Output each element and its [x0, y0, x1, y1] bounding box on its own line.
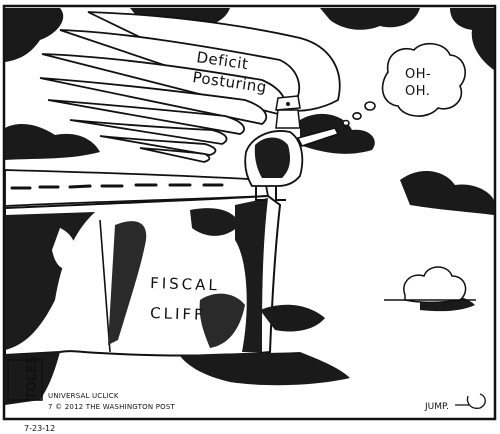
politician-figure	[244, 95, 340, 201]
cliff	[4, 194, 282, 357]
ground-shadow	[5, 304, 350, 405]
copyright-credit: 7 © 2012 THE WASHINGTON POST	[48, 403, 175, 411]
thought-text-line2: OH.	[405, 84, 430, 99]
cliff-label-line1: FISCAL	[150, 274, 220, 294]
thought-text-line1: OH-	[405, 67, 431, 82]
signature-box	[7, 359, 43, 401]
storm-clouds	[5, 8, 494, 312]
caption-jump: JUMP.	[424, 402, 449, 412]
cartoon-date: 7-23-12	[24, 424, 55, 433]
artist-mark	[455, 393, 486, 409]
artist-signature: TOLES	[25, 356, 40, 400]
small-cloud	[384, 266, 476, 303]
syndicate-credit: UNIVERSAL UCLICK	[48, 392, 119, 400]
cliff-label-line2: CLIFF	[150, 304, 206, 324]
thought-bubble	[342, 42, 466, 127]
wing	[39, 11, 341, 163]
